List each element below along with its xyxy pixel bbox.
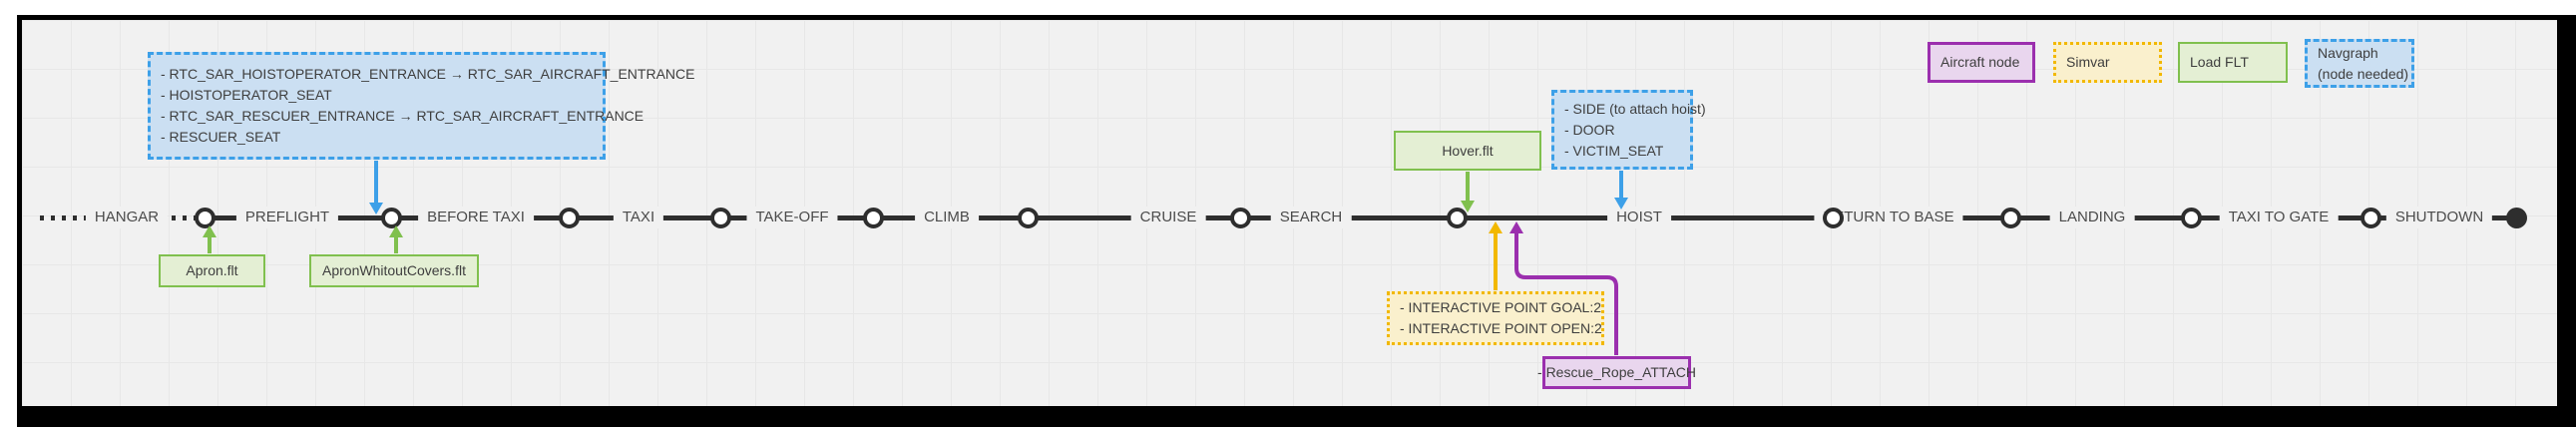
- apron-flt-arrow: [203, 225, 216, 253]
- navgraph-hoist-box-line: - DOOR: [1564, 121, 1615, 138]
- hover-flt-arrow: [1461, 172, 1475, 213]
- navgraph-rtc-entrance-box: - RTC_SAR_HOISTOPERATOR_ENTRANCE → RTC_S…: [148, 52, 695, 160]
- navgraph-hoist-box: - SIDE (to attach hoist) - DOOR - VICTIM_S…: [1551, 90, 1706, 170]
- phase-label-hangar: HANGAR: [85, 207, 169, 228]
- timeline-node: [2180, 207, 2202, 228]
- navgraph-rtc-entrance-box-line: - RESCUER_SEAT: [161, 129, 281, 145]
- legend-navgraph-line: (node needed): [2318, 65, 2409, 82]
- loadflt-apron-box-line: Apron.flt: [186, 262, 238, 278]
- phase-label-cruise: CRUISE: [1130, 207, 1206, 228]
- diagram-canvas: HANGAR PREFLIGHT BEFORE TAXI TAXI TAKE-OFF CL…: [22, 20, 2557, 406]
- navgraph-rtc-entrance-box-line: - RTC_SAR_RESCUER_ENTRANCE → RTC_SAR_AIR…: [161, 108, 644, 124]
- phase-label-before-taxi: BEFORE TAXI: [418, 207, 534, 228]
- simvar-interactive-point-box: - INTERACTIVE POINT GOAL:2 - INTERACTIVE …: [1387, 291, 1604, 345]
- phase-label-return-to-base: RETURN TO BASE: [1814, 207, 1963, 228]
- loadflt-hover-box-line: Hover.flt: [1442, 142, 1494, 159]
- navgraph-entrance-arrow: [369, 161, 383, 214]
- navgraph-hoist-box-line: - VICTIM_SEAT: [1564, 142, 1664, 159]
- timeline-node: [1017, 207, 1039, 228]
- aircraft-rescue-rope-box-line: - Rescue_Rope_ATTACH: [1537, 364, 1696, 380]
- legend-simvar: Simvar: [2053, 42, 2162, 83]
- timeline-node: [380, 207, 402, 228]
- timeline-node: [1999, 207, 2021, 228]
- simvar-interactive-arrow: [1489, 221, 1503, 290]
- phase-label-shutdown: SHUTDOWN: [2385, 207, 2493, 228]
- simvar-interactive-point-box-line: - INTERACTIVE POINT OPEN:2: [1400, 320, 1602, 336]
- navgraph-hoist-arrow: [1614, 171, 1628, 210]
- legend-simvar-line: Simvar: [2066, 54, 2110, 70]
- timeline-node: [194, 207, 215, 228]
- loadflt-hover-box: Hover.flt: [1394, 131, 1541, 171]
- timeline-line: [205, 214, 2516, 220]
- simvar-interactive-point-box-line: - INTERACTIVE POINT GOAL:2: [1400, 299, 1602, 315]
- timeline-node: [1446, 207, 1468, 228]
- legend-load-flt-line: Load FLT: [2190, 54, 2249, 70]
- navgraph-hoist-box-line: - SIDE (to attach hoist): [1564, 100, 1706, 117]
- phase-label-take-off: TAKE-OFF: [746, 207, 838, 228]
- phase-label-climb: CLIMB: [915, 207, 979, 228]
- navgraph-rtc-entrance-box-line: - HOISTOPERATOR_SEAT: [161, 87, 332, 103]
- aircraft-rescue-rope-box: - Rescue_Rope_ATTACH: [1537, 356, 1696, 389]
- phase-label-preflight: PREFLIGHT: [235, 207, 339, 228]
- loadflt-apronwhitoutcovers-box-line: ApronWhitoutCovers.flt: [322, 262, 466, 278]
- timeline-end-node: [2505, 207, 2527, 228]
- timeline-node: [1822, 207, 1844, 228]
- phase-label-hoist: HOIST: [1607, 207, 1671, 228]
- timeline-node: [558, 207, 580, 228]
- loadflt-apron-box: Apron.flt: [159, 254, 265, 287]
- apronwhitoutcovers-flt-arrow: [389, 225, 403, 253]
- phase-label-taxi-to-gate: TAXI TO GATE: [2219, 207, 2339, 228]
- legend-aircraft-node: Aircraft node: [1928, 42, 2035, 83]
- phase-label-landing: LANDING: [2049, 207, 2135, 228]
- phase-label-search: SEARCH: [1270, 207, 1352, 228]
- timeline-node: [862, 207, 884, 228]
- loadflt-apronwhitoutcovers-box: ApronWhitoutCovers.flt: [309, 254, 479, 287]
- legend-aircraft-node-line: Aircraft node: [1940, 54, 2020, 70]
- timeline-node: [1229, 207, 1251, 228]
- legend-load-flt: Load FLT: [2178, 42, 2288, 83]
- timeline-node: [709, 207, 731, 228]
- timeline-node: [2360, 207, 2381, 228]
- legend-navgraph: Navgraph (node needed): [2305, 39, 2414, 88]
- legend-navgraph-line: Navgraph: [2318, 44, 2378, 61]
- phase-label-taxi: TAXI: [613, 207, 664, 228]
- navgraph-rtc-entrance-box-line: - RTC_SAR_HOISTOPERATOR_ENTRANCE → RTC_S…: [161, 66, 695, 82]
